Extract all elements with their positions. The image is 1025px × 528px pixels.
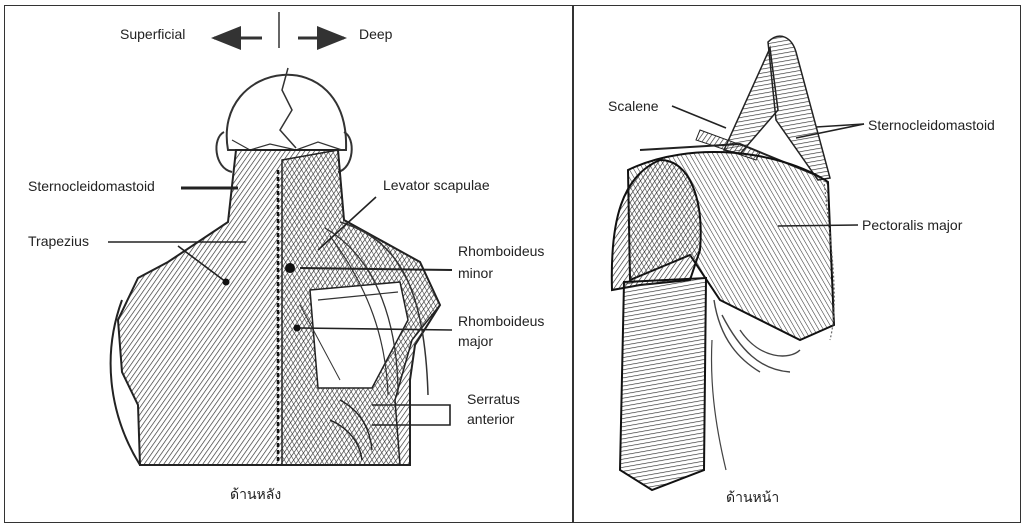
- label-rhomboideus-major-line1: Rhomboideus: [458, 313, 544, 329]
- label-rhomboideus-minor-line1: Rhomboideus: [458, 243, 544, 259]
- label-sternocleidomastoid-back: Sternocleidomastoid: [28, 178, 155, 194]
- label-levator-scapulae: Levator scapulae: [383, 177, 490, 193]
- caption-back-view: ด้านหลัง: [230, 484, 281, 506]
- label-scalene: Scalene: [608, 98, 659, 114]
- label-rhomboideus-minor-line2: minor: [458, 265, 493, 281]
- label-pectoralis-major: Pectoralis major: [862, 217, 962, 233]
- label-serratus-anterior-line1: Serratus: [467, 391, 520, 407]
- label-sternocleidomastoid-front: Sternocleidomastoid: [868, 117, 995, 133]
- deep-label: Deep: [359, 26, 392, 42]
- back-view-figure: [108, 12, 452, 465]
- label-serratus-anterior-line2: anterior: [467, 411, 514, 427]
- superficial-label: Superficial: [120, 26, 185, 42]
- label-trapezius: Trapezius: [28, 233, 89, 249]
- caption-front-view: ด้านหน้า: [726, 487, 779, 509]
- label-rhomboideus-major-line2: major: [458, 333, 493, 349]
